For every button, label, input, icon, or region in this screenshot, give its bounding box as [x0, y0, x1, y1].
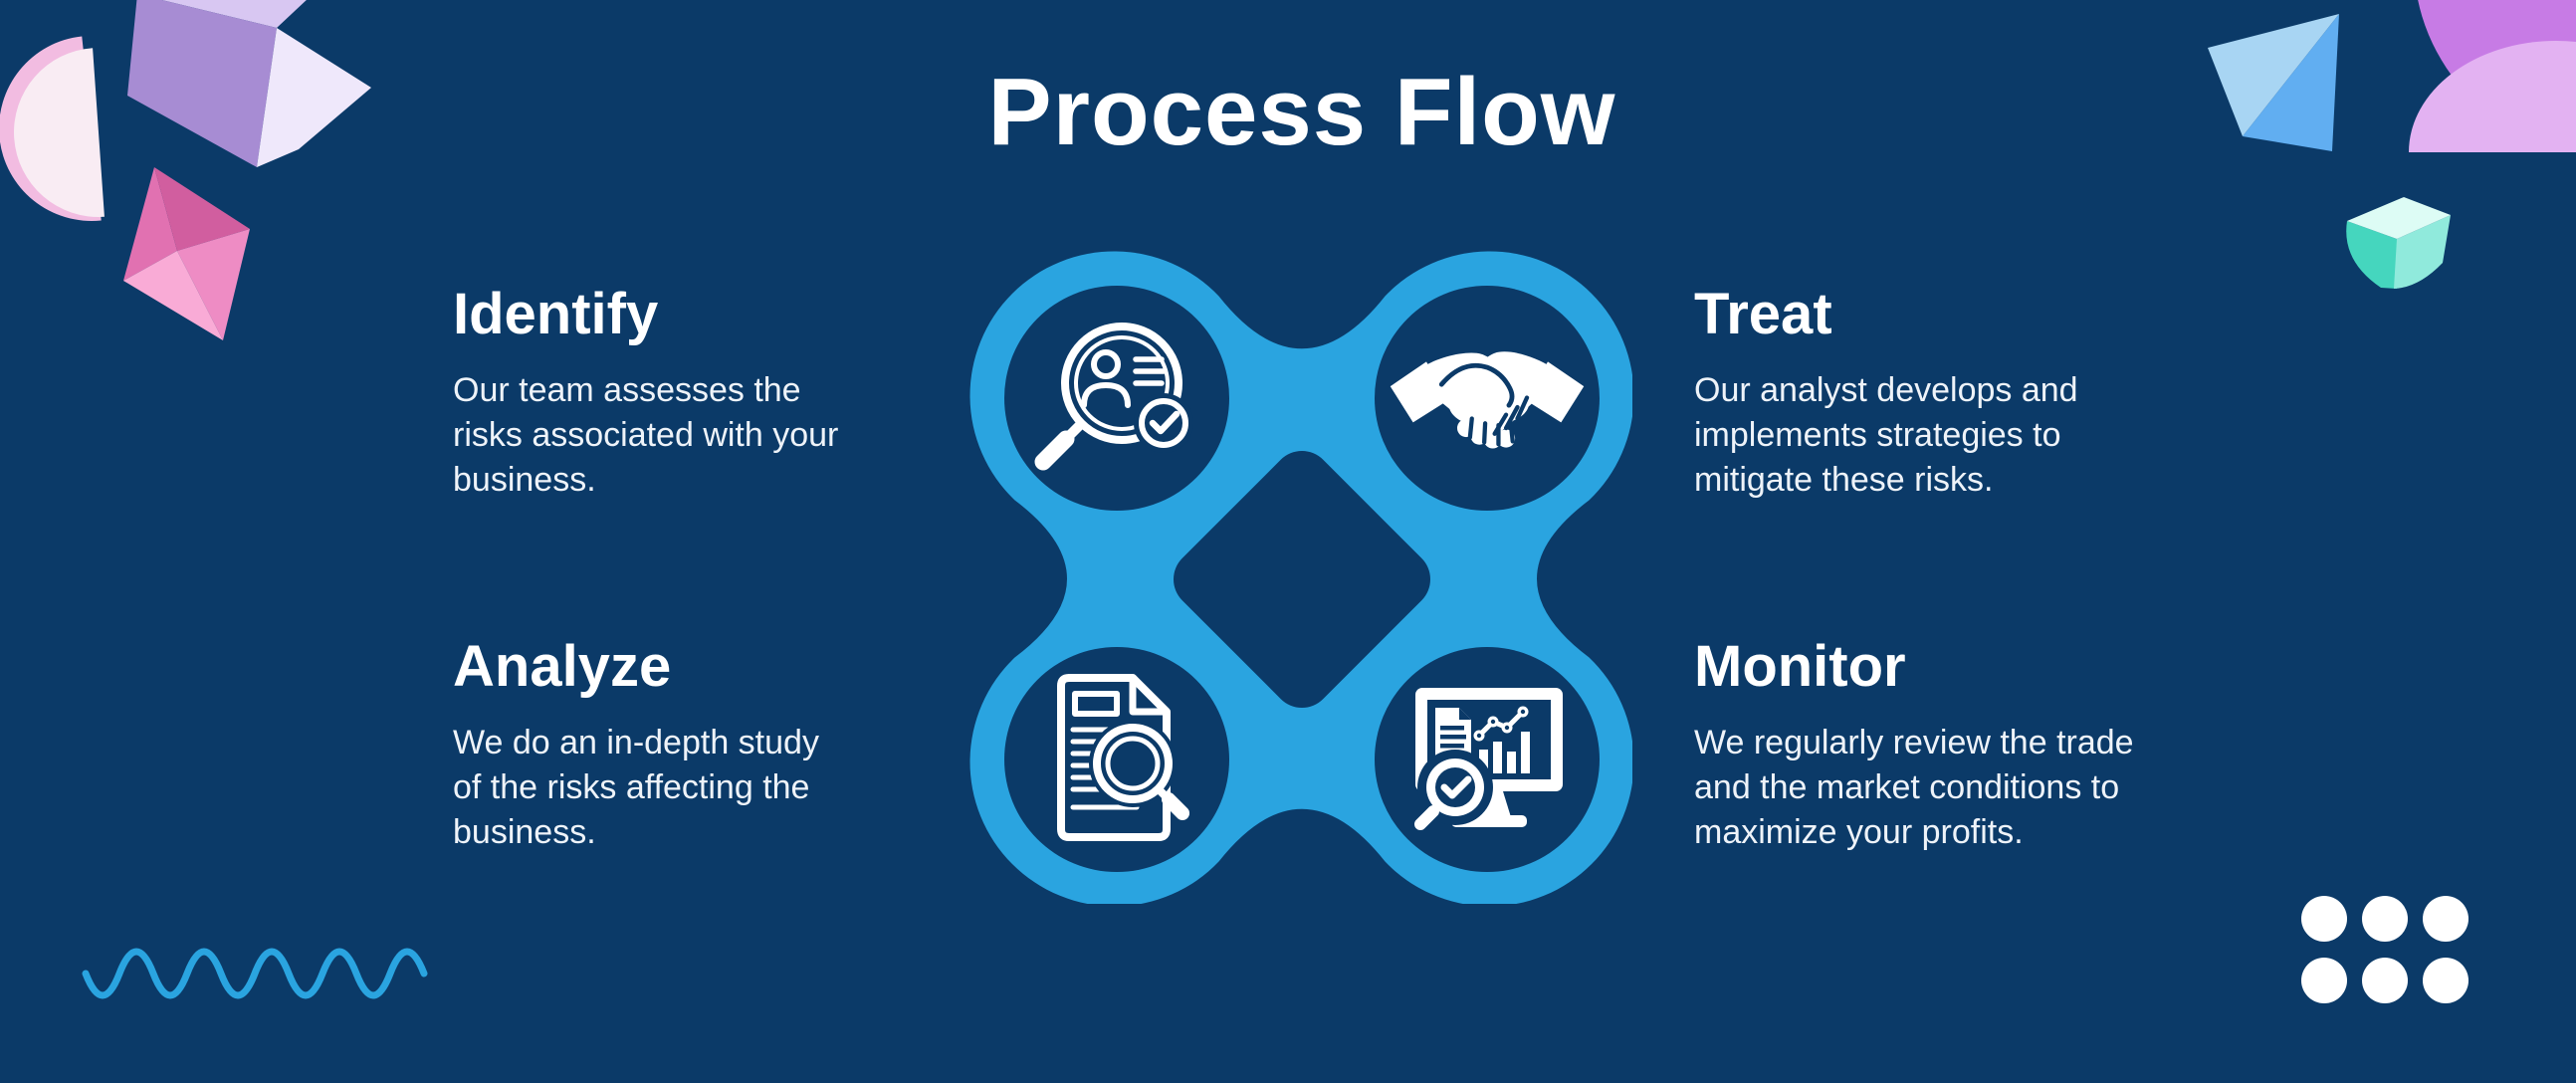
search-profile-icon — [1034, 323, 1193, 471]
handshake-icon — [1390, 351, 1585, 449]
step-analyze: Analyze We do an in-depth study of the r… — [453, 633, 931, 855]
page-title: Process Flow — [987, 59, 1616, 165]
cube-decoration — [127, 0, 371, 167]
step-monitor-title: Monitor — [1694, 634, 1906, 699]
top-right-decorations — [2208, 0, 2576, 289]
corner-arc-decoration — [2409, 0, 2576, 152]
check-magnifier — [1414, 750, 1493, 830]
screen-line-chart — [1473, 706, 1529, 742]
step-analyze-text-line: of the risks affecting the — [453, 768, 810, 807]
dots-grid-decoration — [2301, 896, 2469, 1003]
step-treat-title: Treat — [1694, 282, 1832, 346]
step-monitor: Monitor We regularly review the trade an… — [1694, 633, 2232, 855]
screen-bar-chart — [1479, 732, 1530, 773]
step-analyze-text-line: We do an in-depth study — [453, 724, 819, 762]
step-analyze-text-line: business. — [453, 813, 596, 852]
step-identify-text-line: Our team assesses the — [453, 371, 801, 410]
step-treat-text-line: Our analyst develops and — [1694, 371, 2078, 410]
step-treat: Treat Our analyst develops and implement… — [1694, 281, 2232, 503]
diamond-decoration — [123, 167, 250, 340]
mint-cube-decoration — [2346, 197, 2451, 289]
wave-line-decoration — [82, 948, 428, 999]
document-magnifier-icon — [1057, 674, 1189, 841]
monitor-analytics-icon — [1414, 688, 1563, 830]
top-left-decorations — [0, 0, 371, 340]
step-treat-text-line: implements strategies to — [1694, 416, 2061, 455]
step-identify-title: Identify — [453, 282, 659, 346]
step-analyze-title: Analyze — [453, 634, 672, 699]
step-monitor-text-line: We regularly review the trade — [1694, 724, 2134, 762]
step-identify-text-line: risks associated with your — [453, 416, 839, 455]
clover-center-hole — [1174, 451, 1430, 708]
triangle-gem-decoration — [2208, 14, 2339, 151]
step-monitor-text-line: and the market conditions to — [1694, 768, 2120, 807]
step-identify-text-line: business. — [453, 461, 596, 500]
half-circle-decoration — [0, 36, 105, 221]
step-monitor-text-line: maximize your profits. — [1694, 813, 2024, 852]
step-identify: Identify Our team assesses the risks ass… — [453, 281, 931, 503]
step-treat-text-line: mitigate these risks. — [1694, 461, 1994, 500]
